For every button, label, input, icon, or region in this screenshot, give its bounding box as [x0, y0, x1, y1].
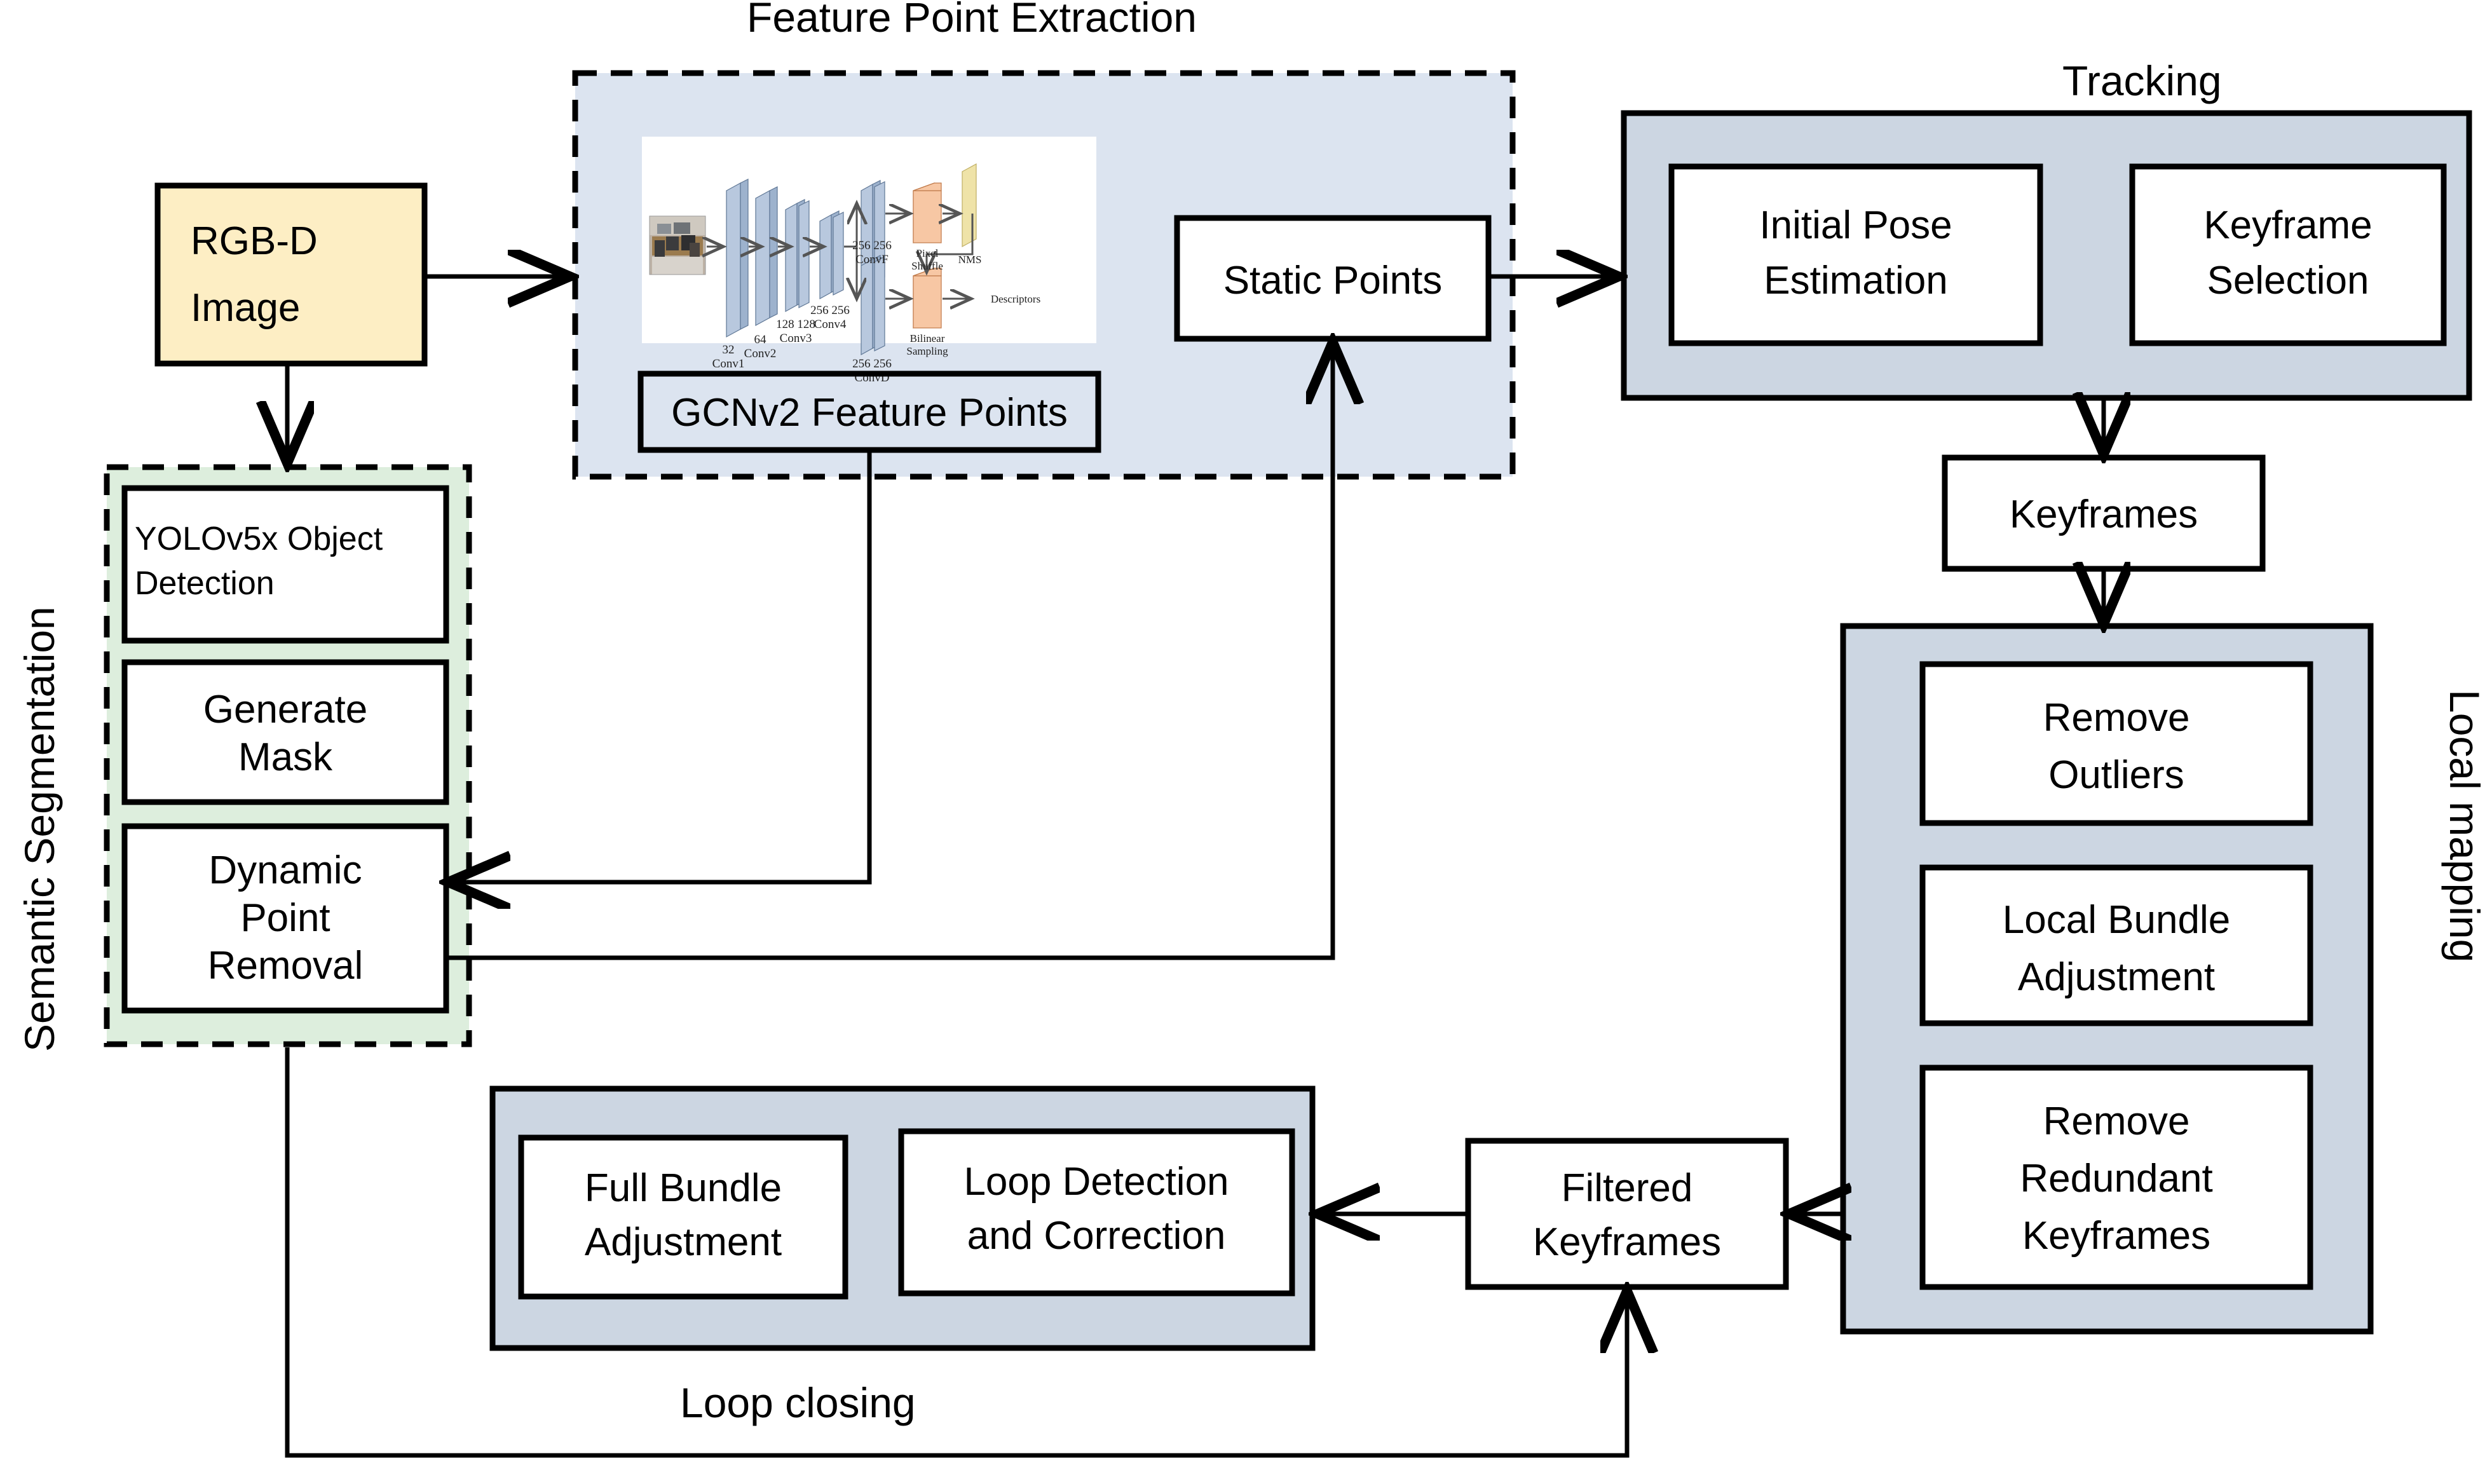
semantic-segmentation-title: Semantic Segmentation [16, 606, 63, 1052]
gcn-conv3-name: Conv3 [780, 332, 812, 345]
remove-redundant-label-line3: Keyframes [2022, 1214, 2210, 1258]
gcn-conv2-channels: 64 [754, 333, 767, 346]
arrow-feedback-loop [285, 1047, 1627, 1458]
remove-redundant-label-line2: Redundant [2020, 1157, 2212, 1201]
tracking-title: Tracking [2062, 57, 2222, 104]
gcn-op-pixel-shuffle-2: Shuffle [911, 260, 943, 272]
full-bundle-label-line1: Full Bundle [585, 1166, 782, 1210]
gcnv2-feature-points-label: GCNv2 Feature Points [671, 391, 1068, 435]
remove-outliers-label-line2: Outliers [2048, 753, 2184, 797]
remove-outliers-label-line1: Remove [2043, 696, 2190, 740]
initial-pose-estimation-box[interactable] [1668, 163, 2043, 346]
local-bundle-adjustment-box[interactable] [1919, 864, 2313, 1026]
remove-outliers-box[interactable] [1919, 661, 2313, 826]
rgbd-image-label-line1: RGB-D [191, 219, 318, 263]
initial-pose-label-line2: Estimation [1764, 259, 1947, 303]
remove-redundant-label-line1: Remove [2043, 1099, 2190, 1143]
rgbd-image-label-line2: Image [191, 286, 300, 330]
gcn-conv1-name: Conv1 [712, 357, 745, 371]
gcn-conv4-name: Conv4 [814, 318, 847, 331]
static-points-label: Static Points [1223, 259, 1443, 303]
full-bundle-label-line2: Adjustment [585, 1220, 782, 1264]
dynamic-point-removal-label-line1: Dynamic [208, 848, 362, 892]
arrow-dynamic-removal-to-static [446, 346, 1333, 960]
loop-closing-title: Loop closing [680, 1379, 916, 1426]
generate-mask-label-line2: Mask [238, 735, 333, 779]
yolo-detection-label-line1: YOLOv5x Object [135, 521, 383, 557]
keyframe-selection-label-line2: Selection [2207, 259, 2369, 303]
yolo-detection-box[interactable] [121, 485, 449, 644]
local-bundle-label-line1: Local Bundle [2003, 898, 2231, 942]
gcn-convf-name: ConvF [855, 253, 889, 266]
generate-mask-box[interactable] [121, 659, 449, 805]
gcn-op-bilinear: Bilinear [910, 332, 945, 344]
yolo-detection-label-line2: Detection [135, 565, 275, 602]
keyframe-selection-label-line1: Keyframe [2203, 203, 2372, 247]
dynamic-point-removal-label-line2: Point [240, 896, 330, 940]
arrow-gcnv2-to-dynamic-removal [453, 450, 872, 882]
gcn-input-photo [649, 215, 706, 275]
feature-extraction-title: Feature Point Extraction [747, 0, 1197, 41]
filtered-keyframes-box[interactable] [1465, 1138, 1789, 1290]
rgbd-image-box[interactable] [154, 182, 428, 367]
dynamic-point-removal-label-line3: Removal [208, 944, 364, 988]
gcn-layer-labels: 32 Conv1 64 Conv2 128 128 Conv3 256 256 … [712, 239, 1041, 385]
dynamic-point-removal-box[interactable] [121, 823, 449, 1014]
gcn-op-pixel-shuffle: Pixel [916, 247, 939, 259]
flow-connectors [285, 276, 2104, 1458]
keyframe-selection-box[interactable] [2129, 163, 2447, 346]
full-bundle-adjustment-box[interactable] [518, 1134, 848, 1300]
keyframes-label: Keyframes [2010, 493, 2198, 536]
remove-redundant-keyframes-box[interactable] [1919, 1065, 2313, 1290]
local-mapping-title: Local mapping [2441, 690, 2488, 962]
local-bundle-label-line2: Adjustment [2018, 955, 2215, 999]
gcn-output-descriptors: Descriptors [991, 293, 1040, 305]
loop-detection-label-line2: and Correction [967, 1214, 1226, 1258]
gcn-conv2-name: Conv2 [744, 347, 777, 360]
gcn-conv3-channels: 128 128 [776, 318, 815, 331]
loop-detection-label-line1: Loop Detection [963, 1160, 1229, 1204]
initial-pose-label-line1: Initial Pose [1759, 203, 1952, 247]
gcn-convd-channels: 256 256 [852, 357, 892, 371]
filtered-keyframes-label-line1: Filtered [1562, 1166, 1693, 1210]
gcn-op-nms: NMS [958, 254, 982, 266]
gcn-convf-channels: 256 256 [852, 239, 892, 252]
gcn-conv1-channels: 32 [723, 343, 735, 357]
gcn-network-arrows [707, 203, 972, 299]
filtered-keyframes-label-line2: Keyframes [1533, 1220, 1721, 1264]
gcn-op-bilinear-2: Sampling [906, 345, 948, 357]
loop-detection-correction-box[interactable] [898, 1128, 1295, 1297]
generate-mask-label-line1: Generate [203, 688, 368, 732]
gcn-conv4-channels: 256 256 [810, 304, 850, 317]
